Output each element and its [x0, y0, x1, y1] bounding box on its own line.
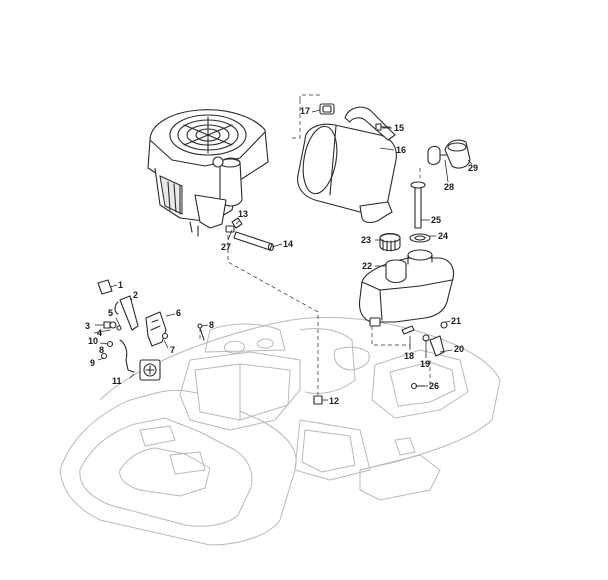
fuel-fittings: [401, 321, 448, 357]
callout-23: 23: [361, 235, 371, 245]
bolt-15: [375, 123, 391, 131]
callout-labels: 1 2 3 4 5 6 7 8 8 9 10 11 12 13 14 15 16…: [85, 106, 478, 406]
throttle-group: [97, 279, 205, 381]
fuel-tank: [358, 249, 455, 327]
callout-6: 6: [176, 308, 181, 318]
fuel-dipstick: [409, 181, 431, 243]
callout-16: 16: [396, 145, 406, 155]
callout-28: 28: [444, 182, 454, 192]
callout-19: 19: [420, 359, 430, 369]
callout-12: 12: [329, 396, 339, 406]
callout-3: 3: [85, 321, 90, 331]
chassis-outline: [59, 316, 501, 546]
callout-20: 20: [454, 344, 464, 354]
fuel-hose-group: [225, 217, 275, 252]
fuel-cap: [379, 232, 401, 252]
exhaust-deflector: [427, 139, 471, 169]
callout-8b: 8: [99, 345, 104, 355]
callout-27: 27: [221, 242, 231, 252]
callout-8: 8: [209, 320, 214, 330]
callout-5: 5: [108, 308, 113, 318]
callout-4: 4: [97, 328, 102, 338]
bolt-12: [313, 395, 323, 405]
callout-10: 10: [88, 336, 98, 346]
callout-15: 15: [394, 123, 404, 133]
callout-17: 17: [300, 106, 310, 116]
callout-11: 11: [112, 376, 122, 386]
callout-9: 9: [90, 358, 95, 368]
callout-2: 2: [133, 290, 138, 300]
engine: [147, 109, 269, 237]
leader-lines: [93, 109, 473, 401]
callout-14: 14: [283, 239, 293, 249]
callout-13: 13: [238, 209, 248, 219]
callout-22: 22: [362, 261, 372, 271]
callout-24: 24: [438, 231, 448, 241]
callout-18: 18: [404, 351, 414, 361]
callout-29: 29: [468, 163, 478, 173]
muffler: [297, 103, 397, 224]
callout-21: 21: [451, 316, 461, 326]
callout-26: 26: [429, 381, 439, 391]
callout-7: 7: [170, 345, 175, 355]
callout-1: 1: [118, 280, 123, 290]
callout-25: 25: [431, 215, 441, 225]
